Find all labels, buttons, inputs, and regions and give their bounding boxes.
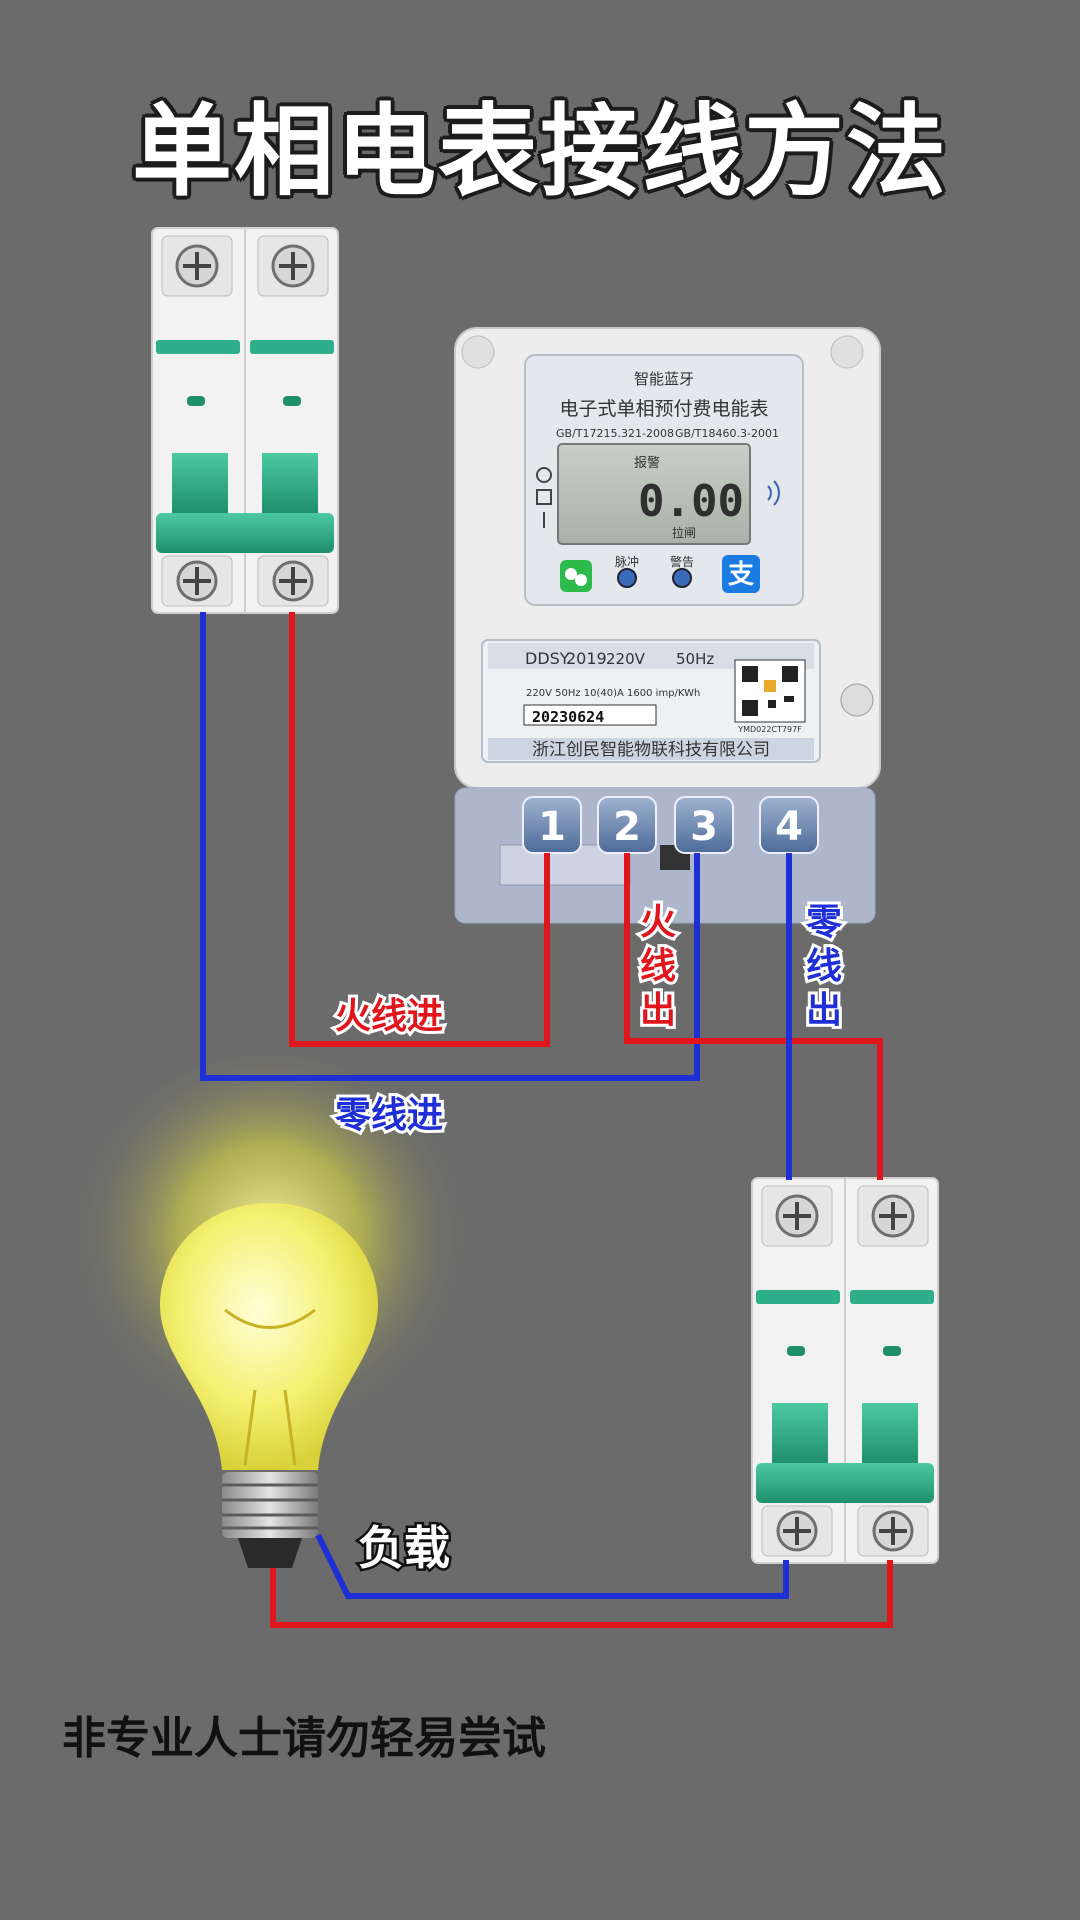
terminal-1: 1 [522,796,582,854]
svg-text:2: 2 [613,804,641,850]
terminal-3: 3 [674,796,734,854]
label-live-in: 火线进 [335,996,443,1037]
power-icon [536,467,552,483]
seal-screw [840,683,874,717]
alarm-led [672,568,692,588]
warning-text: 非专业人士请勿轻易尝试 [62,1713,546,1764]
model-name: DDSY [525,649,570,668]
alarm-label: 警告 [670,554,694,569]
label-live-out-2: 线 [640,946,676,987]
lcd-value: 0.00 [638,476,744,527]
load-neutral-wire [315,1533,789,1599]
terminal-2: 2 [597,796,657,854]
load-live-wire [270,1560,893,1628]
wires [200,612,893,1628]
alipay-symbol: 支 [728,560,754,590]
label-neutral-out-3: 出 [806,990,842,1031]
label-neutral-in: 零线进 [335,1095,443,1136]
square-icon [536,489,552,505]
frequency: 50Hz [676,650,714,668]
meter-brand: 智能蓝牙 [634,370,694,388]
qr-code-text: YMD022CT797F [737,725,802,734]
spec-line: 220V 50Hz 10(40)A 1600 imp/KWh [526,688,700,699]
lcd-bottom: 拉闸 [672,525,696,540]
page-title: 单相电表接线方法 [132,93,948,210]
label-neutral-out-1: 零 [806,902,843,943]
light-bulb-icon [70,1055,470,1568]
main-breaker [150,226,340,615]
manufacturer: 浙江创民智能物联科技有限公司 [532,740,770,760]
meter-standard-2: GB/T18460.3-2001 [675,427,779,440]
label-live-out-3: 出 [640,990,676,1031]
terminal-4: 4 [759,796,819,854]
pulse-led [617,568,637,588]
label-load: 负载 [358,1521,450,1575]
svg-text:4: 4 [775,804,803,850]
svg-text:3: 3 [690,804,718,850]
label-neutral-out-2: 线 [806,946,842,987]
meter-standard-1: GB/T17215.321-2008 [556,427,674,440]
meter-name: 电子式单相预付费电能表 [559,398,768,420]
label-live-out-1: 火 [640,902,676,943]
date-code: 20230624 [532,708,604,726]
wireless-icon [767,480,780,506]
live-out-wire [624,853,883,1180]
alipay-icon [722,555,760,593]
voltage: 220V [606,650,646,668]
pulse-label: 脉冲 [615,554,639,569]
load-breaker [750,1176,940,1565]
model-year: 2019 [566,649,607,668]
electric-meter: 智能蓝牙 电子式单相预付费电能表 GB/T17215.321-2008 GB/T… [454,327,881,924]
lcd-warning: 报警 [634,455,660,471]
svg-text:1: 1 [538,804,566,850]
live-in-wire [289,612,550,1047]
neutral-in-wire [200,612,700,1081]
